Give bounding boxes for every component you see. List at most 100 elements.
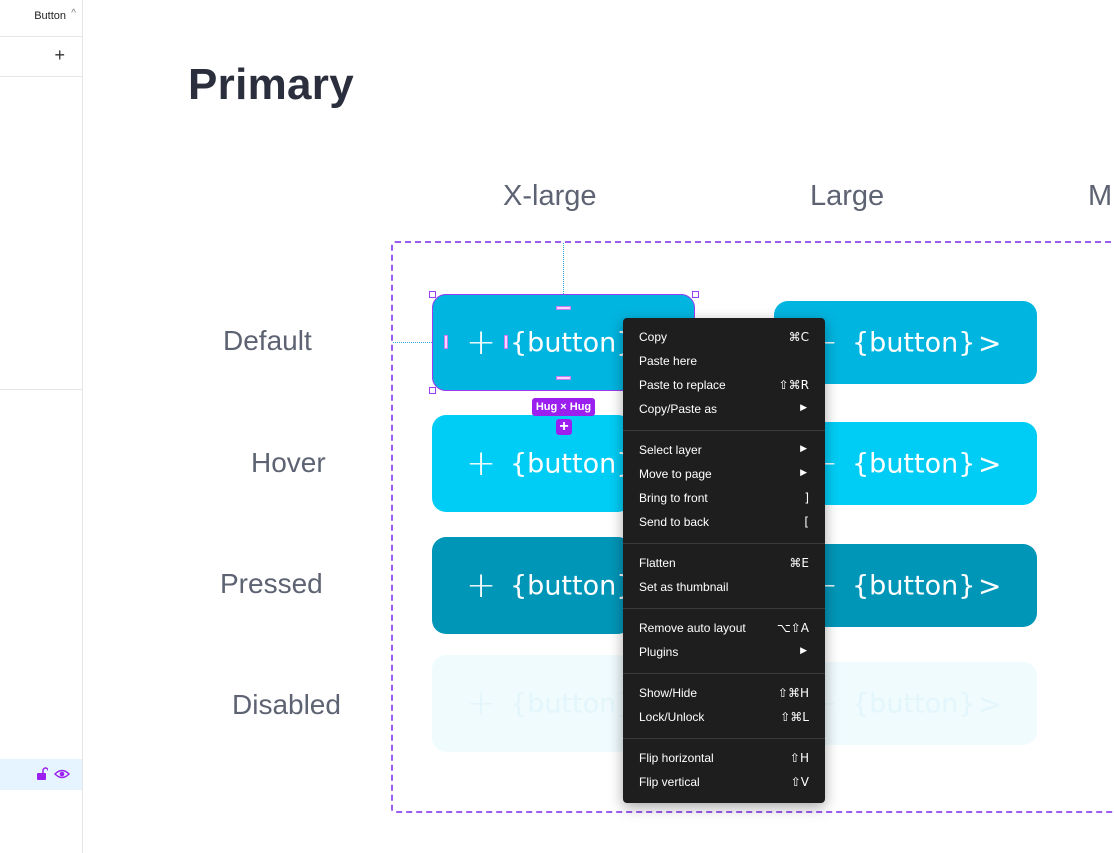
- chevron-right-icon: >: [978, 687, 1002, 720]
- menu-item-copy[interactable]: Copy ⌘C: [623, 326, 825, 350]
- menu-item-copy-paste-as[interactable]: Copy/Paste as ▶: [623, 398, 825, 422]
- menu-separator: [623, 430, 825, 431]
- button-label: {button}: [510, 327, 634, 358]
- page-selector-label: Button: [34, 10, 66, 22]
- menu-item-bring-to-front[interactable]: Bring to front]: [623, 487, 825, 511]
- menu-item-paste-here[interactable]: Paste here: [623, 350, 825, 374]
- add-page-button[interactable]: +: [54, 45, 65, 65]
- menu-item-label: Remove auto layout: [639, 621, 746, 635]
- row-header-pressed: Pressed: [220, 568, 323, 599]
- layer-row-selected[interactable]: [0, 759, 82, 790]
- menu-item-label: Flip vertical: [639, 775, 700, 789]
- gap-handle[interactable]: [504, 335, 508, 349]
- plus-icon: +: [466, 682, 497, 724]
- row-header-default: Default: [223, 325, 312, 356]
- padding-handle-left[interactable]: [444, 335, 448, 349]
- row-header-disabled: Disabled: [232, 689, 341, 720]
- menu-item-label: Show/Hide: [639, 686, 698, 700]
- submenu-arrow-icon: ▶: [800, 467, 807, 477]
- submenu-arrow-icon: ▶: [800, 443, 807, 453]
- menu-item-label: Paste to replace: [639, 378, 726, 392]
- button-label: {button}: [510, 570, 634, 601]
- hug-size-badge[interactable]: Hug × Hug: [532, 398, 595, 416]
- menu-item-label: Copy: [639, 330, 668, 344]
- menu-separator: [623, 673, 825, 674]
- menu-item-set-as-thumbnail[interactable]: Set as thumbnail: [623, 576, 825, 600]
- menu-shortcut: ⌘E: [789, 556, 809, 570]
- menu-item-flip-vertical[interactable]: Flip vertical ⇧V: [623, 771, 825, 795]
- button-label: {button}: [510, 448, 634, 479]
- add-row: +: [0, 37, 82, 77]
- padding-handle-bottom[interactable]: [556, 376, 571, 380]
- menu-item-label: Set as thumbnail: [639, 580, 729, 594]
- layers-panel: Button ^ +: [0, 0, 83, 853]
- menu-item-paste-to-replace[interactable]: Paste to replace ⇧⌘R: [623, 374, 825, 398]
- menu-shortcut: ⇧⌘H: [777, 686, 809, 700]
- chevron-right-icon: >: [978, 447, 1002, 480]
- spacing-guide-horizontal: [393, 342, 432, 343]
- button-xlarge-disabled: + {button}: [432, 655, 634, 752]
- add-item-button[interactable]: +: [556, 419, 572, 435]
- menu-item-label: Flatten: [639, 556, 676, 570]
- menu-separator: [623, 543, 825, 544]
- menu-item-lock-unlock[interactable]: Lock/Unlock⇧⌘L: [623, 706, 825, 730]
- column-header-medium: M: [1088, 180, 1113, 212]
- spacing-guide-vertical: [563, 243, 564, 294]
- button-xlarge-pressed[interactable]: + {button}: [432, 537, 634, 634]
- menu-shortcut: ⌘C: [788, 330, 809, 344]
- resize-handle-top-left[interactable]: [429, 291, 436, 298]
- menu-item-move-to-page[interactable]: Move to page ▶: [623, 463, 825, 487]
- button-label: {button}: [510, 688, 634, 719]
- menu-item-label: Bring to front: [639, 491, 708, 505]
- chevron-right-icon: >: [978, 569, 1002, 602]
- menu-item-show-hide[interactable]: Show/Hide ⇧⌘H: [623, 682, 825, 706]
- menu-item-label: Send to back: [639, 515, 710, 529]
- lock-open-icon[interactable]: [36, 767, 48, 781]
- submenu-arrow-icon: ▶: [800, 645, 807, 655]
- column-header-large: Large: [810, 180, 885, 212]
- menu-item-remove-auto-layout[interactable]: Remove auto layout ⌥⇧A: [623, 617, 825, 641]
- menu-item-label: Copy/Paste as: [639, 402, 718, 416]
- chevron-up-icon: ^: [71, 8, 76, 19]
- menu-shortcut: ⇧V: [790, 775, 809, 789]
- button-label: {button}: [852, 327, 976, 358]
- menu-item-label: Move to page: [639, 467, 712, 481]
- button-xlarge-hover[interactable]: + {button}: [432, 415, 634, 512]
- component-set-frame[interactable]: [391, 241, 1114, 813]
- eye-icon[interactable]: [54, 767, 70, 781]
- button-label: {button}: [852, 448, 976, 479]
- menu-shortcut: ⇧H: [789, 751, 809, 765]
- panel-divider: [0, 389, 82, 390]
- menu-item-flip-horizontal[interactable]: Flip horizontal⇧H: [623, 747, 825, 771]
- column-header-x-large: X-large: [503, 180, 597, 212]
- resize-handle-top-right[interactable]: [692, 291, 699, 298]
- page-selector[interactable]: Button ^: [0, 0, 82, 37]
- menu-shortcut: ⇧⌘R: [778, 378, 809, 392]
- menu-shortcut: ⇧⌘L: [780, 710, 809, 724]
- plus-icon: +: [466, 564, 497, 606]
- row-header-hover: Hover: [251, 447, 326, 478]
- menu-shortcut: [: [804, 515, 809, 529]
- page-title: Primary: [188, 60, 354, 109]
- menu-item-select-layer[interactable]: Select layer ▶: [623, 439, 825, 463]
- menu-item-send-to-back[interactable]: Send to back [: [623, 511, 825, 535]
- submenu-arrow-icon: ▶: [800, 402, 807, 412]
- resize-handle-bottom-left[interactable]: [429, 387, 436, 394]
- menu-shortcut: ⌥⇧A: [776, 621, 809, 635]
- button-label: {button}: [852, 570, 976, 601]
- plus-icon: +: [466, 321, 497, 363]
- menu-item-flatten[interactable]: Flatten ⌘E: [623, 552, 825, 576]
- menu-separator: [623, 608, 825, 609]
- menu-item-label: Select layer: [639, 443, 702, 457]
- menu-item-label: Paste here: [639, 354, 698, 368]
- menu-item-label: Plugins: [639, 645, 679, 659]
- button-label: {button}: [852, 688, 976, 719]
- plus-icon: +: [466, 442, 497, 484]
- chevron-right-icon: >: [978, 326, 1002, 359]
- padding-handle-top[interactable]: [556, 306, 571, 310]
- menu-shortcut: ]: [804, 491, 809, 505]
- menu-item-plugins[interactable]: Plugins ▶: [623, 641, 825, 665]
- menu-separator: [623, 738, 825, 739]
